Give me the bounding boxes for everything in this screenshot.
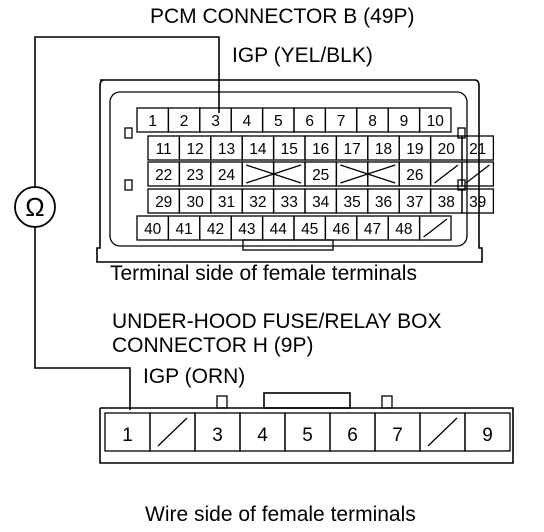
pcm-pin-44: 44 xyxy=(270,221,288,238)
pcm-pin-cell xyxy=(418,107,452,133)
pcm-connector-title: PCM CONNECTOR B (49P) xyxy=(150,5,414,28)
fuse-pin-cell xyxy=(464,412,511,452)
pcm-pin-cell xyxy=(461,135,495,161)
pcm-caption: Terminal side of female terminals xyxy=(110,262,417,285)
pcm-pin-9: 9 xyxy=(400,113,409,130)
pcm-pin-40: 40 xyxy=(144,221,162,238)
pcm-pin-1: 1 xyxy=(148,113,157,130)
fuse-box-pin-row: 1 3 4 5 6 7 9 xyxy=(104,412,511,452)
pcm-pin-48: 48 xyxy=(395,221,412,238)
fuse-housing-key xyxy=(263,392,351,409)
fuse-box-caption: Wire side of female terminals xyxy=(145,503,416,526)
probe-wire-top xyxy=(34,36,220,187)
pcm-pin-43: 43 xyxy=(238,221,255,238)
pcm-blocked-slash xyxy=(434,164,459,184)
pcm-pin-20: 20 xyxy=(438,141,456,158)
ohmmeter-icon xyxy=(14,186,56,228)
fuse-housing-tab-2 xyxy=(381,395,393,409)
pcm-pin-34: 34 xyxy=(312,194,330,211)
pcm-blocked-slash xyxy=(423,218,448,238)
pcm-pin-6: 6 xyxy=(305,113,314,130)
fuse-pin-9: 9 xyxy=(482,425,493,446)
pcm-pin-row: 1 2 3 4 5 6 7 8 9 10 xyxy=(136,107,452,133)
pcm-pin-cell xyxy=(418,215,452,241)
fuse-pin-3: 3 xyxy=(212,425,223,446)
pcm-blocked-x xyxy=(340,164,396,184)
pcm-pin-25: 25 xyxy=(312,167,329,184)
pcm-pin-19: 19 xyxy=(406,141,423,158)
pcm-pin-26: 26 xyxy=(406,167,423,184)
pcm-pin-24: 24 xyxy=(218,167,236,184)
fuse-housing-tab-1 xyxy=(216,395,228,409)
pcm-housing-inner xyxy=(109,91,468,247)
fuse-pin-7: 7 xyxy=(392,425,403,446)
pcm-pin-row: 11 12 13 14 15 16 17 18 19 20 21 xyxy=(147,135,495,161)
pcm-probe-label: IGP (YEL/BLK) xyxy=(232,44,373,67)
pcm-pin-row: 40 41 42 43 44 45 46 47 48 xyxy=(136,215,452,241)
pcm-pin-15: 15 xyxy=(281,141,298,158)
pcm-pin-22: 22 xyxy=(155,167,172,184)
pcm-pin-10: 10 xyxy=(427,113,445,130)
pcm-pin-36: 36 xyxy=(375,194,392,211)
fuse-pin-4: 4 xyxy=(257,425,268,446)
fuse-box-connector-housing xyxy=(99,392,514,464)
pcm-pin-42: 42 xyxy=(207,221,224,238)
fuse-box-probe-label: IGP (ORN) xyxy=(143,365,245,388)
pcm-pin-45: 45 xyxy=(301,221,318,238)
pcm-pin-46: 46 xyxy=(332,221,349,238)
fuse-blocked-slash xyxy=(157,417,188,447)
pcm-bottom-key xyxy=(242,239,334,251)
pcm-pin-cell xyxy=(461,161,495,187)
fuse-pin-1: 1 xyxy=(122,425,133,446)
pcm-pin-12: 12 xyxy=(186,141,203,158)
pcm-pin-41: 41 xyxy=(175,221,192,238)
pcm-blocked-slash xyxy=(465,164,490,184)
pcm-pin-29: 29 xyxy=(155,194,172,211)
pcm-pin-5: 5 xyxy=(274,113,283,130)
pcm-housing-outline xyxy=(96,79,483,263)
pcm-pin-23: 23 xyxy=(186,167,203,184)
pcm-pin-16: 16 xyxy=(312,141,329,158)
pcm-pin-18: 18 xyxy=(375,141,392,158)
probe-wire xyxy=(34,36,220,410)
ohm-symbol: Ω xyxy=(25,192,44,222)
pcm-pin-row: 22 23 24 25 26 xyxy=(147,161,495,187)
fuse-box-title-line2: CONNECTOR H (9P) xyxy=(112,334,313,357)
pcm-blocked-x xyxy=(245,164,302,184)
pcm-pin-cell xyxy=(461,188,495,214)
pcm-pin-30: 30 xyxy=(186,194,204,211)
probe-wire-bottom xyxy=(34,227,131,410)
pcm-pin-13: 13 xyxy=(218,141,235,158)
fuse-housing-outline xyxy=(99,407,514,464)
pcm-pin-7: 7 xyxy=(337,113,346,130)
pcm-pin-35: 35 xyxy=(343,194,360,211)
pcm-pin-33: 33 xyxy=(281,194,298,211)
pcm-pin-31: 31 xyxy=(218,194,235,211)
pcm-side-tab-left-2 xyxy=(124,179,133,191)
pcm-side-tab-left xyxy=(124,127,133,139)
fuse-box-title-line1: UNDER-HOOD FUSE/RELAY BOX xyxy=(112,310,441,333)
pcm-pin-38: 38 xyxy=(438,194,455,211)
fuse-pin-5: 5 xyxy=(302,425,313,446)
pcm-pin-8: 8 xyxy=(368,113,377,130)
pcm-pin-39: 39 xyxy=(469,194,486,211)
pcm-pin-32: 32 xyxy=(249,194,266,211)
pcm-pin-row: 29 30 31 32 33 34 35 36 37 38 39 xyxy=(147,188,495,214)
pcm-pin-17: 17 xyxy=(343,141,360,158)
pcm-pin-3: 3 xyxy=(211,113,220,130)
pcm-pin-21: 21 xyxy=(469,141,486,158)
pcm-pin-2: 2 xyxy=(180,113,189,130)
pcm-connector-housing xyxy=(96,79,483,263)
pcm-pin-14: 14 xyxy=(249,141,267,158)
fuse-pin-6: 6 xyxy=(347,425,358,446)
fuse-blocked-slash xyxy=(427,417,458,447)
pcm-pin-11: 11 xyxy=(156,141,172,158)
pcm-pin-4: 4 xyxy=(243,113,252,130)
pcm-pin-47: 47 xyxy=(364,221,381,238)
pcm-pin-37: 37 xyxy=(406,194,423,211)
